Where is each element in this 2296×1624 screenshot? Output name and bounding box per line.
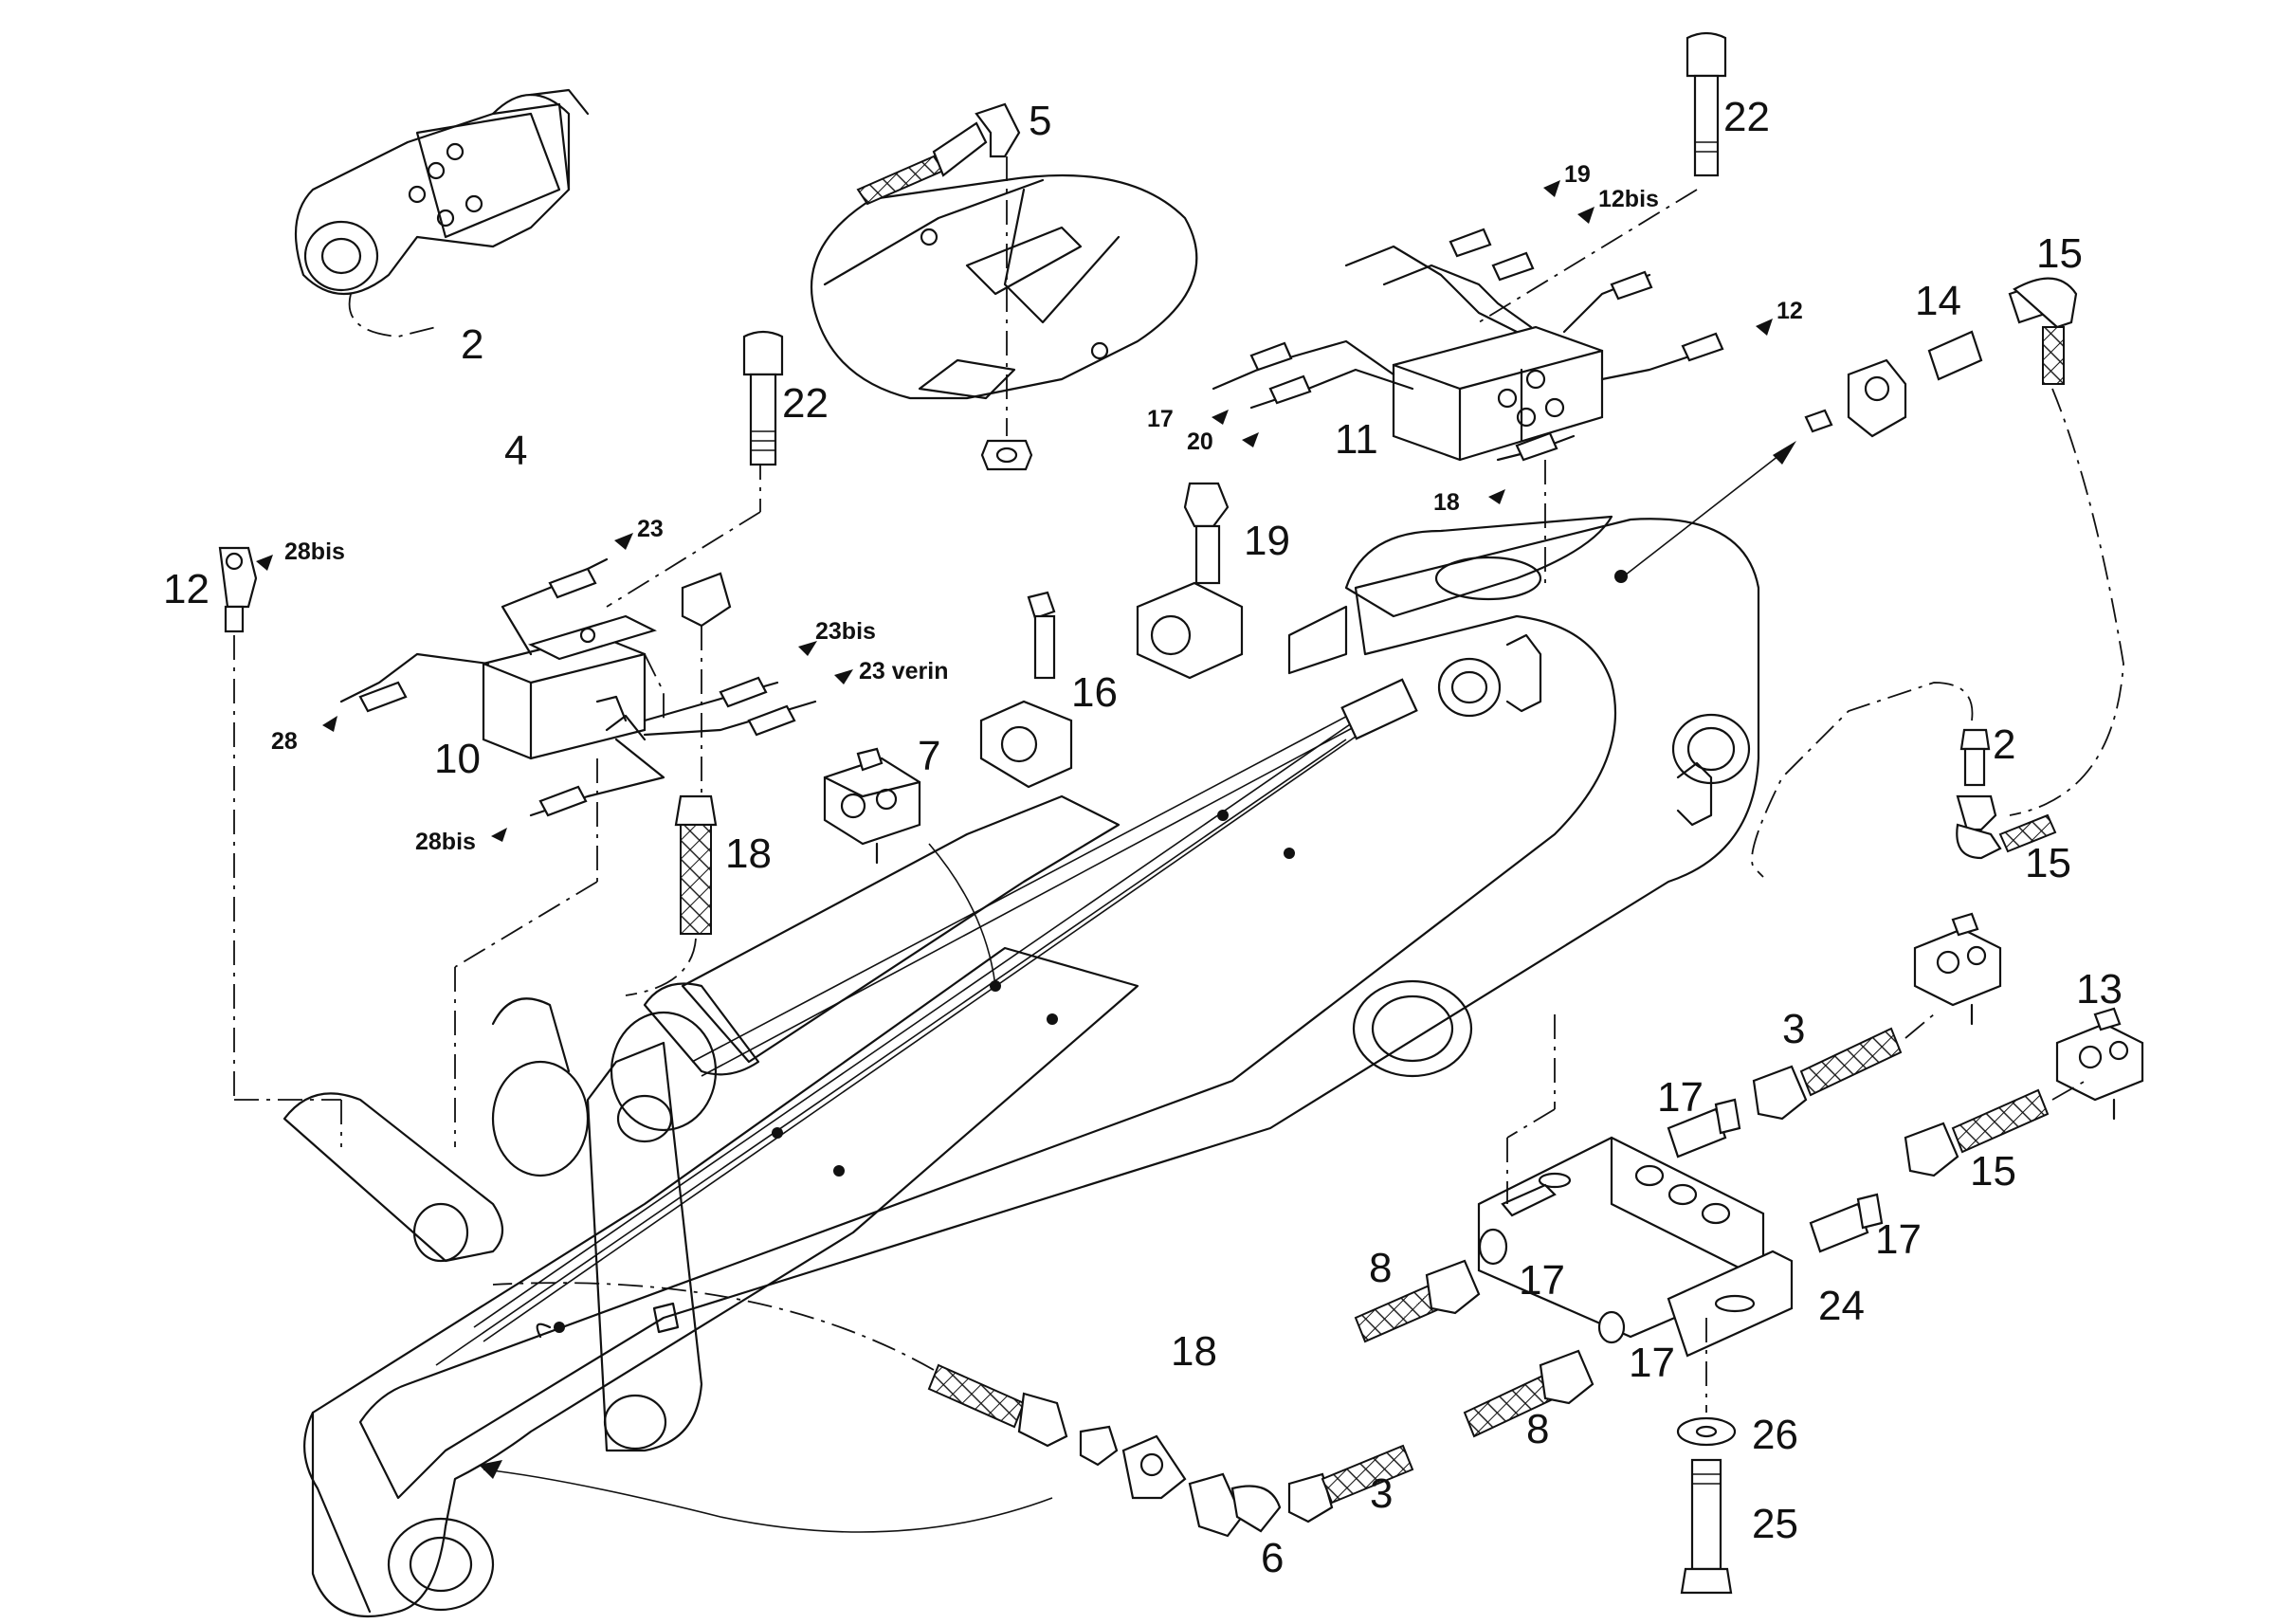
clamp-16	[979, 591, 1073, 789]
callout-2-right: 2	[1993, 721, 2015, 768]
callout-17-d: 17	[1629, 1340, 1675, 1386]
tag-23: 23	[637, 516, 664, 542]
bracket-24-assembly	[1477, 1014, 1794, 1413]
boom-arm	[358, 515, 1760, 1500]
callout-17-c: 17	[1519, 1257, 1565, 1304]
callout-8-upper: 8	[1369, 1245, 1392, 1291]
callout-22-right: 22	[1723, 94, 1770, 140]
callout-7: 7	[918, 733, 940, 779]
callout-17-a: 17	[1657, 1074, 1704, 1121]
callout-16: 16	[1071, 669, 1118, 716]
callout-13: 13	[2076, 966, 2123, 1013]
callout-19: 19	[1244, 518, 1290, 564]
valve-block-10	[339, 455, 817, 1147]
callout-3-upper: 3	[1782, 1006, 1805, 1052]
bracket-and-fittings-14-15	[1620, 277, 2124, 816]
callout-6: 6	[1261, 1535, 1284, 1581]
callout-22-left: 22	[782, 380, 829, 427]
tag-12: 12	[1777, 298, 1803, 324]
hose-18-vertical	[625, 794, 718, 996]
fittings-17	[1478, 1098, 1884, 1344]
fittings-2-15-right	[1751, 682, 2057, 878]
bolts-8	[1354, 1259, 1594, 1438]
hydraulic-cylinder	[491, 794, 1121, 1177]
tag-23-verin: 23 verin	[859, 658, 949, 684]
callout-2-top: 2	[461, 321, 483, 368]
bolt-22-right	[1686, 31, 1727, 177]
hose-3-upper	[1752, 1013, 1935, 1121]
tag-18: 18	[1433, 489, 1460, 516]
callout-24: 24	[1818, 1283, 1865, 1329]
callout-17-b: 17	[1875, 1216, 1922, 1263]
callout-12: 12	[163, 566, 210, 612]
callout-14: 14	[1915, 278, 1961, 324]
tag-17: 17	[1147, 406, 1174, 432]
hose-lines	[435, 570, 1628, 1366]
callout-25: 25	[1752, 1501, 1798, 1547]
callout-26: 26	[1752, 1412, 1798, 1458]
hose-18-bottom	[479, 1282, 1414, 1538]
line-tags: 23 23bis 23 verin 28 28bis 28bis 19 12bi…	[256, 161, 1803, 855]
callout-numbers: 2 4 5 22 22 12 10 7 18 16 19 11 14 15 2 …	[163, 94, 2123, 1581]
callout-8-lower: 8	[1526, 1406, 1549, 1452]
callout-3-lower: 3	[1370, 1470, 1393, 1517]
tag-23bis: 23bis	[815, 618, 876, 645]
tag-28bis-upper: 28bis	[284, 538, 345, 565]
callout-15-lower: 15	[1970, 1148, 2016, 1195]
washer-26-bolt-25	[1676, 1416, 1737, 1595]
callout-10: 10	[434, 736, 481, 782]
callout-15-right: 15	[2025, 840, 2071, 886]
callout-4: 4	[504, 428, 527, 474]
tag-28: 28	[271, 728, 298, 755]
clamp-upper-right	[1913, 912, 2002, 1026]
callout-5: 5	[1029, 98, 1051, 144]
tag-28bis-lower: 28bis	[415, 829, 476, 855]
hose-15-lower	[1904, 1080, 2086, 1177]
callout-18-lower: 18	[1171, 1328, 1217, 1375]
valve-block-11	[1212, 189, 1724, 588]
callout-18-upper: 18	[725, 830, 772, 877]
callout-11: 11	[1335, 416, 1378, 463]
callout-15-top: 15	[2036, 230, 2083, 277]
boom-head-detail	[810, 102, 1198, 471]
tag-20: 20	[1187, 429, 1213, 455]
clamp-7	[823, 747, 996, 987]
bolt-22-left	[742, 330, 784, 466]
tag-12bis: 12bis	[1598, 186, 1659, 212]
dipper-arm	[282, 946, 1139, 1618]
clamp-13	[2055, 1007, 2144, 1121]
clamp-19	[1136, 482, 1244, 680]
fitting-12	[218, 546, 342, 1147]
cylinder-eye-detail	[294, 88, 590, 338]
tag-19: 19	[1564, 161, 1591, 188]
